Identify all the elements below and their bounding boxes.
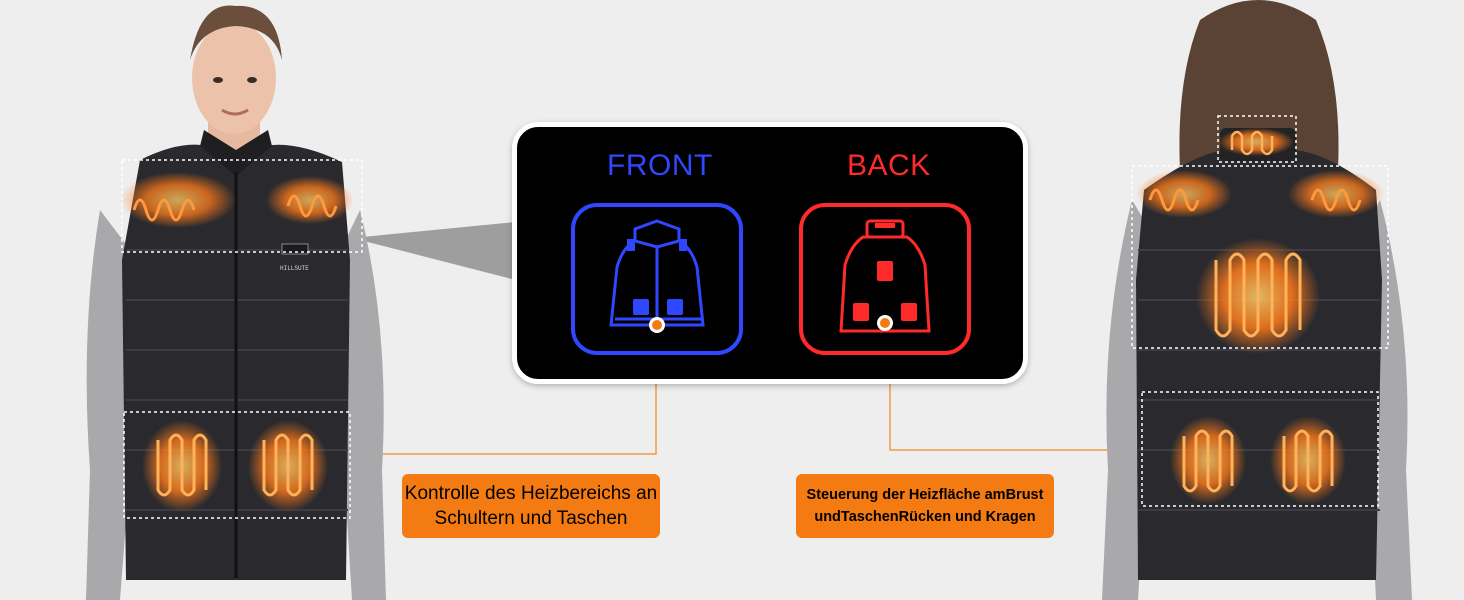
model-front-view: HILLSUTE <box>86 5 386 600</box>
front-label: FRONT <box>607 149 713 182</box>
callout-back-text: Steuerung der Heizfläche amBrust undTasc… <box>806 487 1044 525</box>
model-back-view <box>1102 0 1412 600</box>
back-label: BACK <box>847 149 931 182</box>
front-vest-icon <box>609 219 705 333</box>
callout-front-text: Kontrolle des Heizbereichs an Schultern … <box>404 483 658 529</box>
callout-back-zones: Steuerung der Heizfläche amBrust undTasc… <box>796 474 1054 538</box>
back-vest-icon <box>839 219 931 333</box>
heating-control-panel: FRONT BACK <box>512 122 1028 384</box>
back-vest-button <box>799 203 971 355</box>
vest-brand-label: HILLSUTE <box>280 265 309 272</box>
front-vest-button <box>571 203 743 355</box>
callout-front-zones: Kontrolle des Heizbereichs an Schultern … <box>402 474 660 538</box>
